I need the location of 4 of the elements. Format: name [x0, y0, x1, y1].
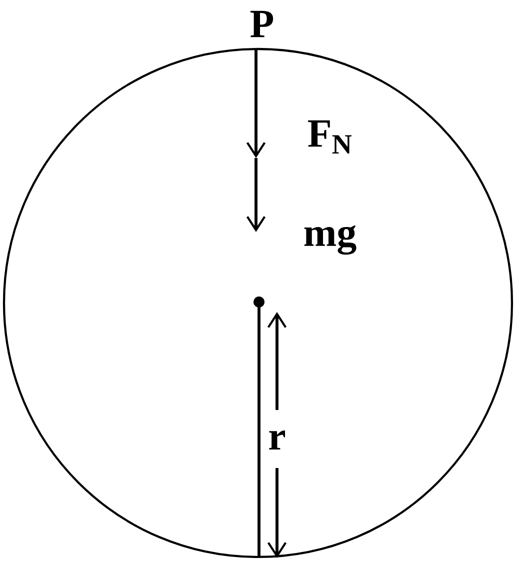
dimension-label: r — [269, 430, 286, 450]
point-label: P — [250, 10, 274, 38]
force-label: F$_{N}$ — [308, 120, 352, 154]
force-label: mg — [304, 225, 356, 255]
